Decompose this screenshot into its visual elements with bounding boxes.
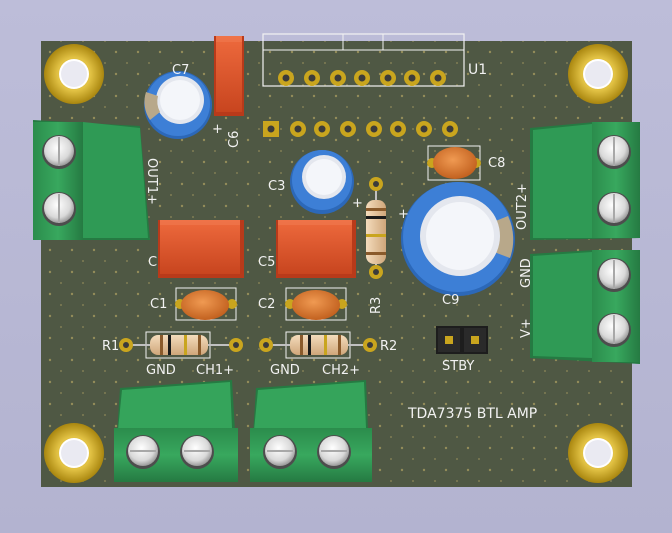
c8-label: C8	[488, 156, 505, 171]
c2-label: C2	[258, 297, 275, 312]
r1-resistor	[119, 331, 243, 359]
c7-label: C7	[172, 63, 189, 78]
c8-ceramic-capacitor	[427, 145, 481, 181]
vplus-label: V+	[519, 318, 534, 338]
c3-plus-mark: +	[352, 196, 363, 211]
c9-plus-mark: +	[398, 207, 409, 222]
c4-label: C	[148, 255, 157, 270]
in1-sig-label: CH1+	[196, 363, 234, 378]
in2-gnd-label: GND	[270, 363, 300, 378]
stby-label: STBY	[442, 359, 474, 374]
u1-label: U1	[468, 62, 487, 78]
in2-sig-label: CH2+	[322, 363, 360, 378]
c6-label: C6	[227, 131, 242, 148]
mounting-hole-bottom-left	[44, 423, 104, 483]
board-title: TDA7375 BTL AMP	[407, 406, 537, 422]
ch1-input-terminal-block[interactable]	[114, 380, 238, 482]
power-terminal-block[interactable]	[530, 250, 640, 364]
r3-resistor	[366, 177, 386, 279]
c7-electrolytic-capacitor	[144, 71, 212, 139]
c5-film-capacitor	[276, 220, 356, 278]
mounting-hole-bottom-right	[568, 423, 628, 483]
ch2-input-terminal-block[interactable]	[250, 380, 372, 482]
c9-label: C9	[442, 293, 459, 308]
r1-label: R1	[102, 339, 119, 354]
out2-label: OUT2+	[515, 183, 530, 230]
out1-label: OUT1+	[144, 158, 159, 205]
r2-resistor	[259, 331, 377, 359]
mounting-hole-top-right	[568, 44, 628, 104]
c5-label: C5	[258, 255, 275, 270]
r3-label: R3	[369, 297, 384, 314]
c6-film-capacitor	[214, 36, 244, 116]
c3-label: C3	[268, 179, 285, 194]
r2-label: R2	[380, 339, 397, 354]
c1-ceramic-capacitor	[175, 287, 237, 321]
mounting-hole-top-left	[44, 44, 104, 104]
gnd-right-label: GND	[519, 258, 534, 288]
u1-footprint	[262, 33, 465, 137]
out2-terminal-block[interactable]	[530, 122, 640, 240]
in1-gnd-label: GND	[146, 363, 176, 378]
c1-label: C1	[150, 297, 167, 312]
c3-electrolytic-capacitor	[290, 150, 354, 214]
stby-jumper[interactable]	[436, 326, 488, 354]
out1-terminal-block[interactable]	[33, 120, 150, 240]
c9-electrolytic-capacitor	[401, 182, 515, 296]
c4-film-capacitor	[158, 220, 244, 278]
c7-plus-mark: +	[212, 122, 223, 137]
c2-ceramic-capacitor	[285, 287, 347, 321]
